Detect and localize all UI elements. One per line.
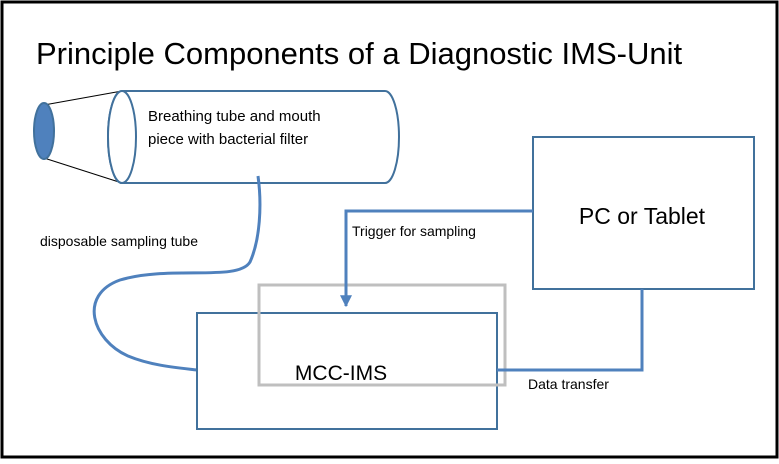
sampling-tube-label: disposable sampling tube [40, 233, 198, 249]
data-transfer-connector [497, 289, 644, 372]
breathing-tube-label-line1: Breathing tube and mouth [148, 108, 321, 125]
pc-tablet-label: PC or Tablet [579, 203, 706, 229]
diagram-title: Principle Components of a Diagnostic IMS… [36, 36, 682, 71]
trigger-label: Trigger for sampling [352, 223, 476, 239]
mcc-ims-label: MCC-IMS [295, 362, 387, 385]
highlight-frame [257, 283, 507, 387]
mouthpiece-cone-bottom [43, 157, 123, 184]
mouthpiece-cone-top [43, 90, 123, 106]
mouthpiece [33, 102, 55, 160]
data-transfer-label: Data transfer [528, 376, 609, 392]
breathing-tube-opening [107, 90, 137, 184]
sampling-tube-connector [92, 175, 262, 372]
breathing-tube-label-line2: piece with bacterial filter [148, 131, 308, 148]
trigger-connector [340, 209, 533, 308]
